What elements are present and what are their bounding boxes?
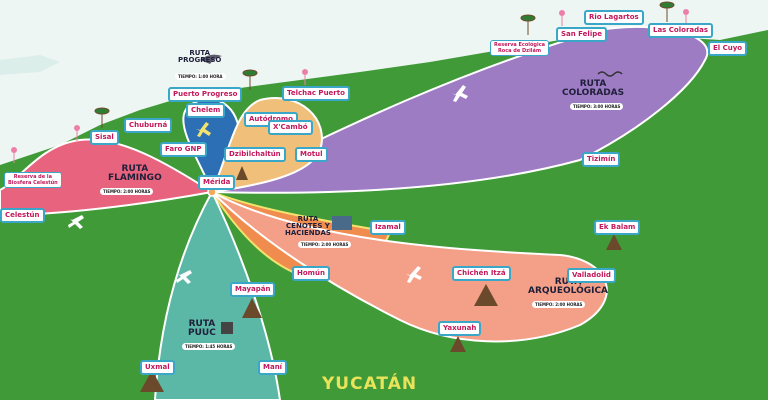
palm-icon-1 (242, 69, 258, 90)
hacienda-icon (332, 216, 352, 230)
route-coloradas-title: RUTA COLORADAS (562, 79, 625, 98)
label-reserva-celestun[interactable]: Reserva de la Biosfera Celestún (4, 172, 62, 188)
label-las-coloradas[interactable]: Las Coloradas (648, 23, 714, 38)
label-dzibilchaltun[interactable]: Dzibilchaltún (224, 147, 286, 162)
route-flamingo-area (0, 138, 215, 217)
route-progreso-time: TIEMPO: 1:00 HORA (175, 73, 226, 80)
route-cenotes-time: TIEMPO: 2:00 HORAS (298, 241, 352, 248)
route-cenotes-title: RUTA CENOTES Y HACIENDAS (285, 215, 331, 237)
route-arqueologica-time: TIEMPO: 2:00 HORAS (532, 301, 586, 308)
bird-icon (200, 54, 222, 64)
label-reserva-ria[interactable]: Reserva Ecológica Roca de Dzilám (490, 40, 550, 56)
label-celestun[interactable]: Celestún (0, 208, 45, 223)
flamingo-icon-3 (302, 69, 308, 85)
pyramid-icon-dzibilchaltun (236, 166, 248, 180)
flamingo-icon-4 (74, 125, 80, 141)
route-coloradas-time: TIEMPO: 3:00 HORAS (570, 103, 624, 110)
route-flamingo-time: TIEMPO: 2:00 HORAS (100, 188, 154, 195)
label-mani[interactable]: Maní (258, 360, 288, 375)
sea-area (0, 0, 768, 165)
pyramid-icon-chichen (474, 284, 498, 306)
label-rio-lagartos[interactable]: Rio Lagartos (584, 10, 644, 25)
airplane-icon-2 (68, 215, 84, 229)
route-progreso-title: RUTA PROGRESO (178, 49, 222, 64)
label-yaxunah[interactable]: Yaxunah (438, 321, 482, 336)
pyramid-icon-ek-balam (606, 234, 622, 250)
airplane-icon-4 (176, 270, 192, 284)
airplane-icon-5 (196, 122, 211, 137)
label-merida[interactable]: Mérida (198, 175, 236, 190)
label-chichen-itza[interactable]: Chichén Itzá (452, 266, 511, 281)
label-telchac[interactable]: Telchac Puerto (282, 86, 350, 101)
label-san-felipe[interactable]: San Felipe (556, 27, 607, 42)
palm-icon-4 (659, 1, 675, 22)
state-label: YUCATÁN (322, 374, 418, 394)
pyramid-icon-mayapan (242, 298, 262, 318)
route-flamingo-title: RUTA FLAMINGO (108, 164, 162, 183)
label-chelem[interactable]: Chelem (186, 103, 226, 118)
label-faro-gnp[interactable]: Faro GNP (160, 142, 207, 157)
label-homun[interactable]: Homún (292, 266, 330, 281)
label-uxmal[interactable]: Uxmal (140, 360, 175, 375)
palm-icon-3 (520, 14, 536, 35)
label-el-cuyo[interactable]: El Cuyo (708, 41, 748, 56)
route-arqueologica-area (211, 191, 608, 343)
route-puuc-title: RUTA PUUC (188, 319, 216, 338)
flamingo-icon-1 (559, 10, 565, 26)
pyramid-icon-yaxunah (450, 336, 466, 352)
airplane-icon-1 (452, 85, 468, 102)
label-tizimin[interactable]: Tizimín (582, 152, 621, 167)
airplane-icon-3 (406, 266, 422, 283)
mask-icon (221, 322, 233, 334)
waves-icon (597, 71, 623, 77)
route-coloradas-area (211, 25, 709, 194)
palm-icon-2 (94, 107, 110, 128)
label-xcambo[interactable]: X'Cambó (268, 120, 313, 135)
label-ek-balam[interactable]: Ek Balam (594, 220, 641, 235)
label-izamal[interactable]: Izamal (370, 220, 406, 235)
flamingo-icon-5 (11, 147, 17, 163)
sea-shading (0, 55, 60, 75)
label-chuburna[interactable]: Chuburná (124, 118, 173, 133)
label-mayapan[interactable]: Mayapán (230, 282, 276, 297)
label-valladolid[interactable]: Valladolid (567, 268, 616, 283)
pyramid-icon-uxmal (140, 370, 164, 392)
label-motul[interactable]: Motul (295, 147, 328, 162)
label-puerto-progreso[interactable]: Puerto Progreso (168, 87, 243, 102)
label-sisal[interactable]: Sisal (90, 130, 119, 145)
route-puuc-time: TIEMPO: 1:45 HORAS (182, 343, 236, 350)
